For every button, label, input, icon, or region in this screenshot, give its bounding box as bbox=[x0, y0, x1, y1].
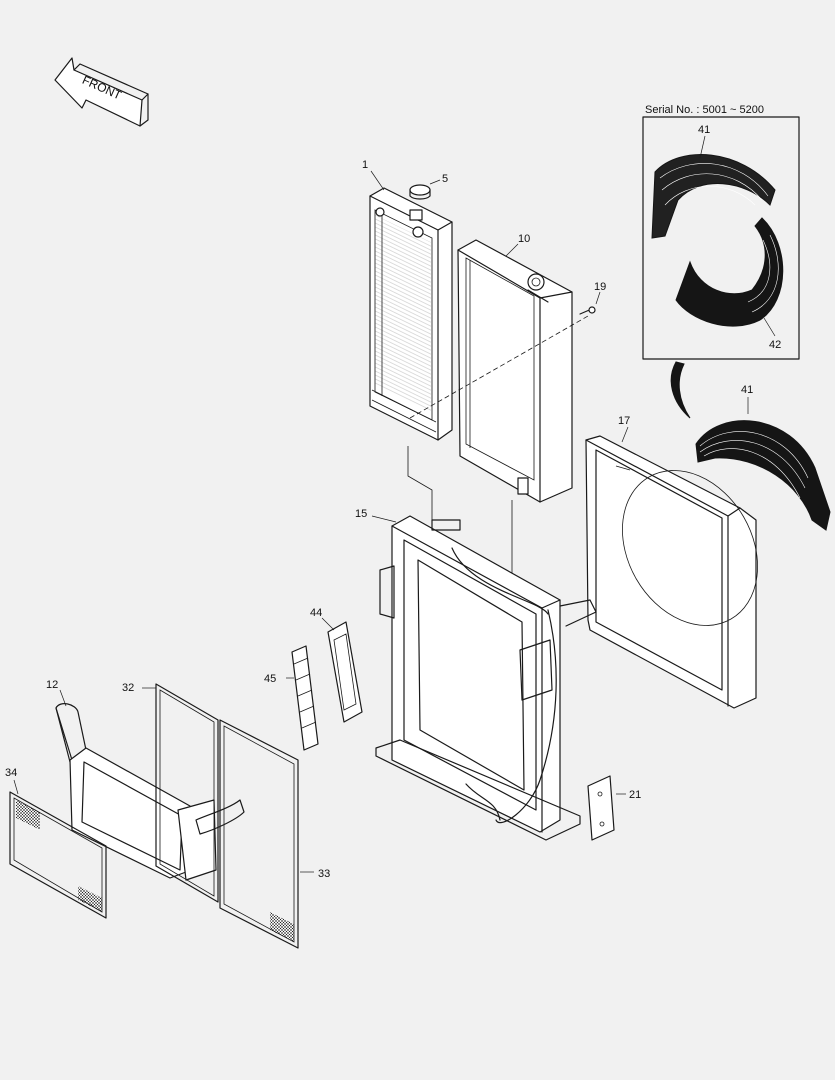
callout-10: 10 bbox=[518, 233, 530, 245]
callout-21: 21 bbox=[629, 789, 641, 801]
bracket-part-21 bbox=[587, 775, 626, 841]
inset-leaders bbox=[699, 135, 776, 337]
bolt-part-19 bbox=[579, 291, 601, 315]
callout-17: 17 bbox=[618, 415, 630, 427]
callout-41-main: 41 bbox=[741, 384, 753, 396]
callout-1: 1 bbox=[362, 159, 368, 171]
callout-33: 33 bbox=[318, 868, 330, 880]
oil-cooler-part-10 bbox=[457, 239, 573, 503]
callout-12: 12 bbox=[46, 679, 58, 691]
cooler-part-45 bbox=[286, 645, 319, 751]
front-direction-arrow: FRONT bbox=[54, 57, 149, 127]
fan-guard-upper-part bbox=[651, 154, 776, 239]
callout-42: 42 bbox=[769, 339, 781, 351]
shroud-part-17 bbox=[585, 426, 758, 709]
callout-34: 34 bbox=[5, 767, 17, 779]
radiator-cap-part-5 bbox=[370, 170, 441, 200]
alignment-line-1 bbox=[407, 446, 433, 522]
screen-part-33 bbox=[219, 719, 314, 949]
fan-guard-lower-part bbox=[675, 217, 784, 327]
fan-guard-part-41 bbox=[695, 397, 831, 531]
callout-32: 32 bbox=[122, 682, 134, 694]
gasket-part-44 bbox=[321, 617, 363, 723]
inset-connector-swoosh bbox=[670, 361, 691, 419]
callout-5: 5 bbox=[442, 173, 448, 185]
frame-part-15 bbox=[371, 515, 597, 841]
callout-15: 15 bbox=[355, 508, 367, 520]
serial-note: Serial No. : 5001 ~ 5200 bbox=[645, 104, 764, 116]
screen-part-32 bbox=[142, 683, 219, 903]
serial-inset-box: Serial No. : 5001 ~ 5200 41 42 bbox=[642, 104, 800, 360]
callout-45: 45 bbox=[264, 673, 276, 685]
callout-41-inset: 41 bbox=[698, 124, 710, 136]
alignment-dashed-line bbox=[409, 315, 589, 419]
callout-19: 19 bbox=[594, 281, 606, 293]
callout-44: 44 bbox=[310, 607, 322, 619]
screen-part-34 bbox=[9, 779, 107, 919]
radiator-part-1 bbox=[369, 187, 453, 441]
